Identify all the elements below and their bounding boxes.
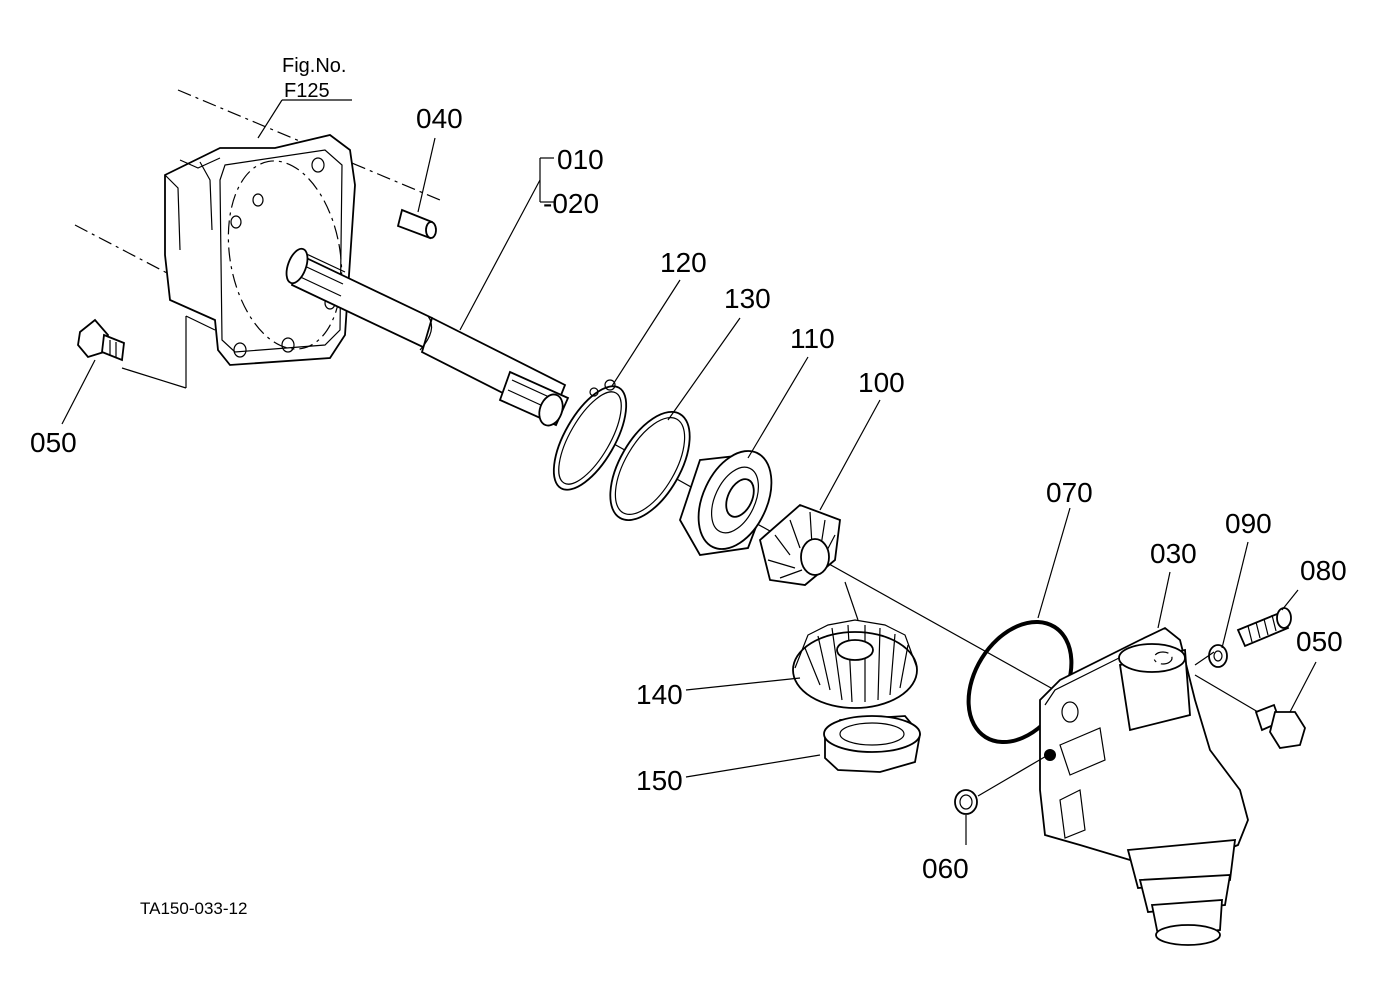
drawing-id: TA150-033-12 <box>140 899 247 918</box>
callout-010: 010 <box>557 144 604 175</box>
callout-040: 040 <box>416 103 463 134</box>
callout-110: 110 <box>790 323 835 354</box>
callout-020: -020 <box>543 188 599 219</box>
figure-ref-title: Fig.No. <box>282 55 346 77</box>
callout-100: 100 <box>858 367 905 398</box>
pin-040 <box>396 208 437 240</box>
callout-130: 130 <box>724 283 771 314</box>
bearing-150 <box>823 715 921 773</box>
snap-ring-120 <box>552 379 628 491</box>
callout-050-left: 050 <box>30 427 77 458</box>
bolt-080 <box>1236 607 1292 648</box>
callout-080: 080 <box>1300 555 1347 586</box>
leader-lines <box>61 99 1317 845</box>
shaft-010-020 <box>285 247 570 427</box>
callout-140: 140 <box>636 679 683 710</box>
labels: Fig.No. F125 040 010 -020 120 130 110 10… <box>30 55 1347 918</box>
plug-050-left <box>77 318 125 362</box>
plug-050-right <box>1254 703 1306 749</box>
callout-150: 150 <box>636 765 683 796</box>
callout-120: 120 <box>660 247 707 278</box>
washer-090 <box>1208 644 1228 668</box>
figure-ref-number: F125 <box>284 80 330 102</box>
plug-060 <box>954 789 978 815</box>
callout-050-right: 050 <box>1296 626 1343 657</box>
callout-090: 090 <box>1225 508 1272 539</box>
callout-030: 030 <box>1150 538 1197 569</box>
callout-060: 060 <box>922 853 969 884</box>
ring-130 <box>609 411 691 521</box>
gear-case-flange <box>164 134 356 366</box>
bevel-pinion-100 <box>758 503 841 586</box>
bevel-gear-140 <box>792 619 918 709</box>
bearing-110 <box>679 450 773 556</box>
callout-070: 070 <box>1046 477 1093 508</box>
gear-case-030 <box>1039 626 1249 946</box>
